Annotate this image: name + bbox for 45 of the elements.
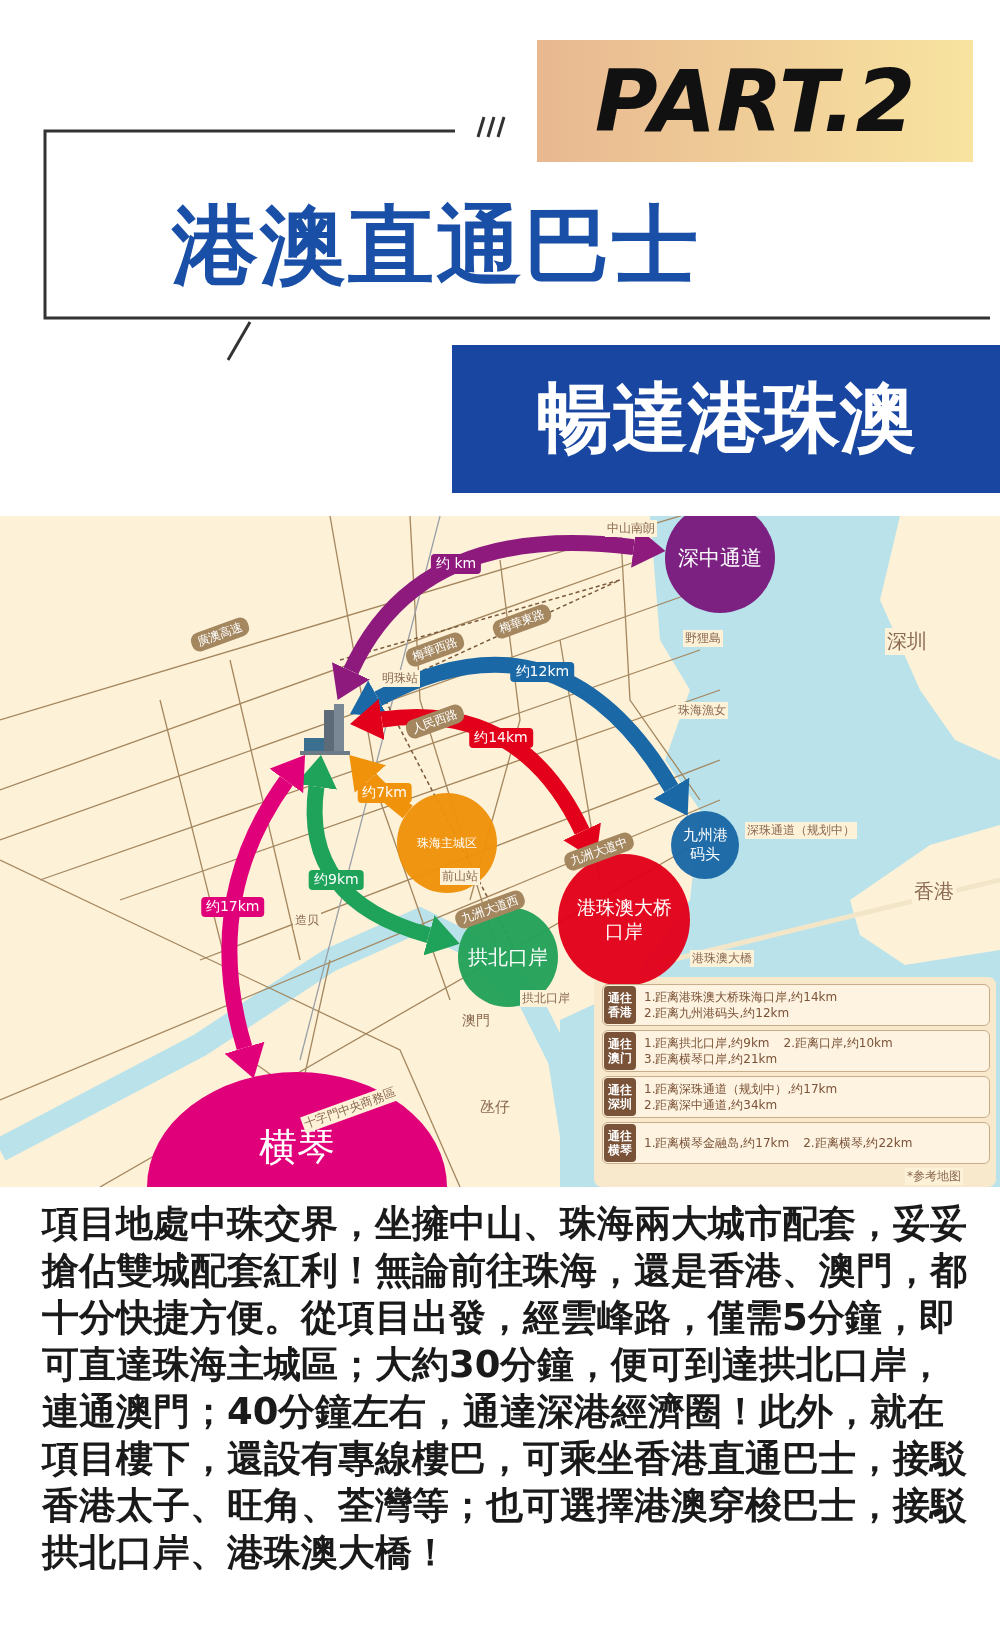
info-row bbox=[602, 984, 990, 1026]
road-label: 廣澳高速 bbox=[188, 615, 252, 654]
info-text: 1.距离深珠通道（规划中）,约17km bbox=[644, 1080, 838, 1097]
place-label: 野狸島 bbox=[683, 630, 723, 647]
place-label: 拱北口岸 bbox=[520, 990, 572, 1007]
row-heading: 通往横琴 bbox=[604, 1124, 636, 1162]
footnote: *参考地图 bbox=[905, 1168, 963, 1185]
place-label: 中山南朗 bbox=[605, 520, 657, 537]
edge-label: 约17km bbox=[200, 897, 265, 918]
edge-label: 约7km bbox=[357, 782, 412, 803]
place-label: 香港 bbox=[912, 878, 956, 905]
info-text: 3.距离横琴口岸,约21km bbox=[644, 1051, 778, 1068]
info-text: 2.距离口岸,约10km bbox=[783, 1034, 893, 1051]
place-label: 造贝 bbox=[293, 912, 321, 929]
arrow bbox=[221, 754, 305, 1079]
info-text: 2.距离横琴,约22km bbox=[803, 1134, 913, 1152]
subtitle-banner: 暢達港珠澳 bbox=[452, 345, 1000, 493]
edge-label: 约12km bbox=[510, 661, 575, 682]
row-heading: 通往深圳 bbox=[604, 1078, 636, 1116]
arrow bbox=[348, 755, 413, 819]
title: 港澳直通巴士 bbox=[172, 194, 700, 297]
info-row bbox=[602, 1030, 990, 1072]
row-heading: 通往澳门 bbox=[604, 1032, 636, 1070]
edge-label: 约14km bbox=[469, 727, 533, 748]
place-label: 珠海漁女 bbox=[676, 702, 728, 719]
edge-label: 约9km bbox=[309, 870, 364, 891]
info-row bbox=[602, 1122, 990, 1164]
row-heading: 通往香港 bbox=[604, 986, 636, 1024]
road-label: 梅華東路 bbox=[490, 602, 554, 641]
info-text: 2.距离深中通道,约34km bbox=[644, 1097, 778, 1114]
info-text: 1.距离拱北口岸,约9km bbox=[644, 1034, 770, 1051]
info-text: 2.距离九州港码头,约12km bbox=[644, 1005, 790, 1022]
body-paragraph: 項目地處中珠交界，坐擁中山、珠海兩大城市配套，妥妥搶佔雙城配套紅利！無論前往珠海，還是香港、澳門，都十分快捷方便。從項目出發，經雲峰路，僅需5分鐘，即可直達珠海主城區；大約30分鐘，便可到達拱北口岸，連通澳門；40分鐘左右，通達深港經濟圈！此外，就在項目樓下，還設有專線樓巴，可乘坐香港直通巴士，接駁香港太子、旺角、荃灣等；也可選擇港澳穿梭巴士，接駁拱北口岸、港珠澳大橋！ bbox=[42, 1201, 968, 1576]
place-label: 氹仔 bbox=[478, 1098, 512, 1117]
info-text: 1.距离港珠澳大桥珠海口岸,约14km bbox=[644, 988, 838, 1005]
place-label: 澳門 bbox=[460, 1012, 492, 1030]
place-label: 前山站 bbox=[440, 868, 480, 885]
info-row bbox=[602, 1076, 990, 1118]
info-text: 1.距离横琴金融岛,约17km bbox=[644, 1134, 790, 1152]
edge-label: 约 km bbox=[431, 554, 482, 575]
place-label: 深珠通道（规划中） bbox=[745, 822, 857, 839]
place-label: 明珠站 bbox=[380, 670, 420, 687]
arrow bbox=[349, 656, 689, 816]
part-badge: PART.2 bbox=[537, 40, 973, 162]
place-label: 港珠澳大橋 bbox=[690, 950, 754, 967]
